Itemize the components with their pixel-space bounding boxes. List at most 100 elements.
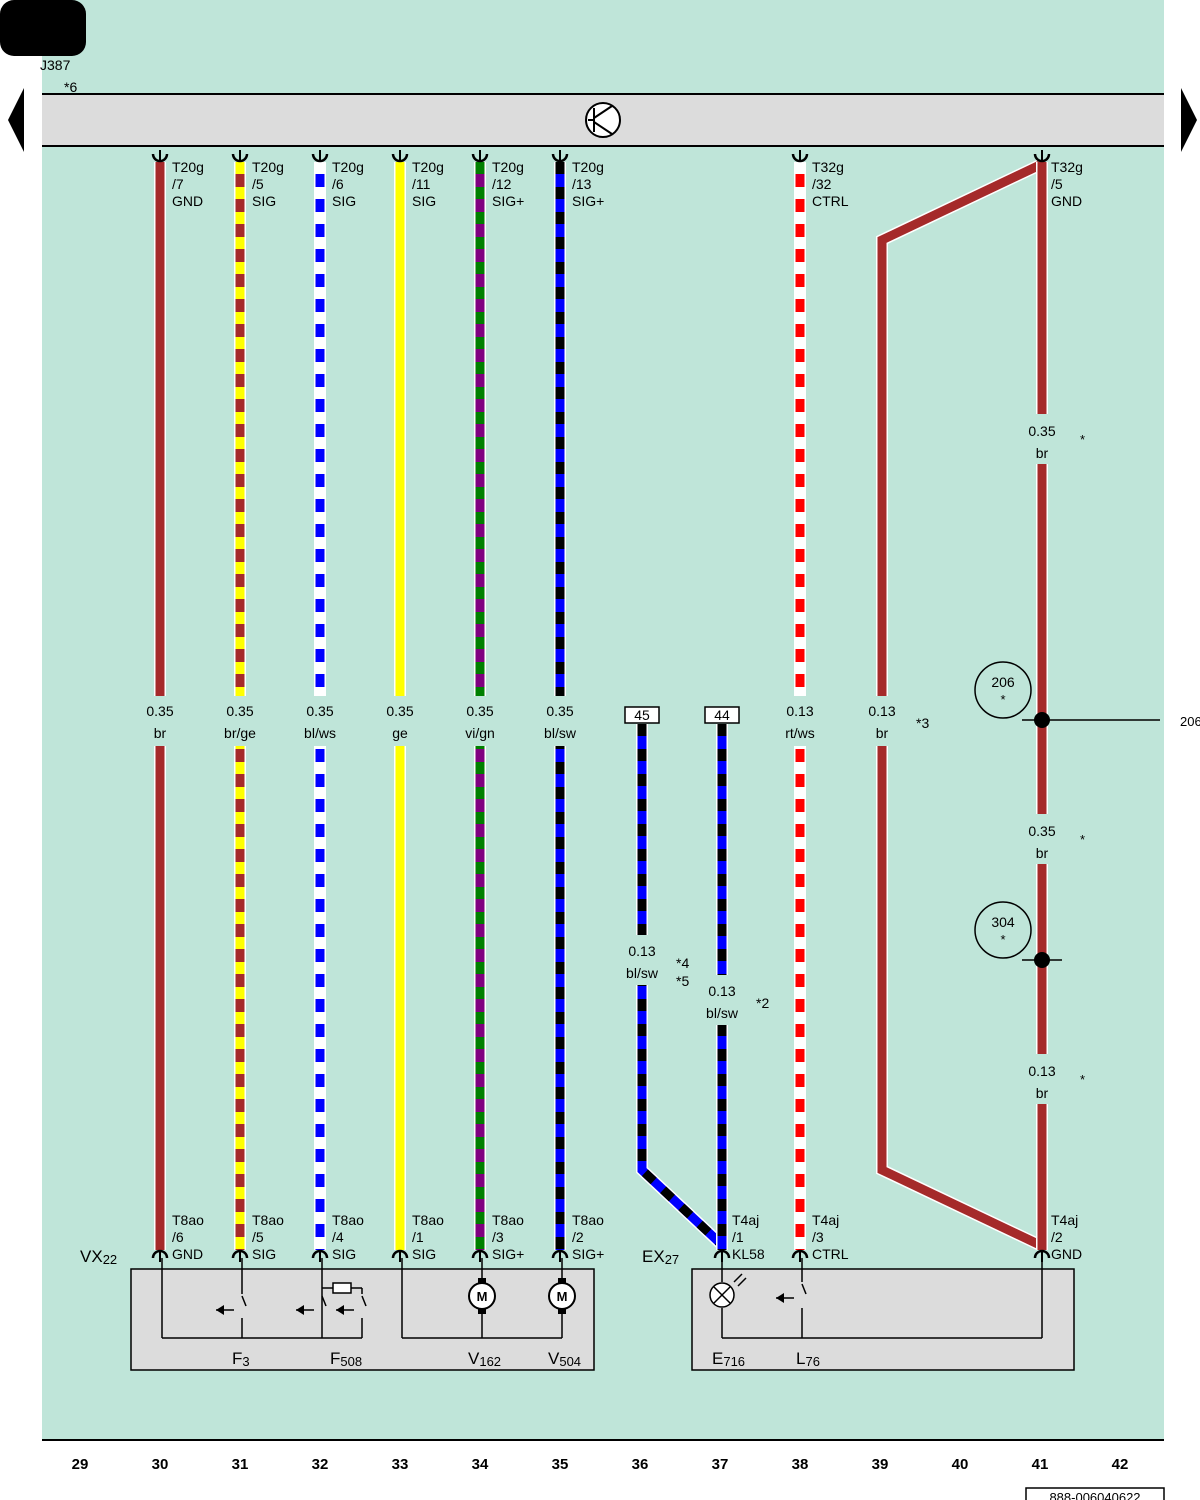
- ref-wire-45-core: [637, 724, 726, 1249]
- grid-number: 34: [472, 1456, 489, 1473]
- grid-number: 35: [552, 1456, 569, 1473]
- motor-v504-icon-top: [558, 1278, 566, 1283]
- top-pin-38: [791, 150, 809, 163]
- wire-color: bl/sw: [626, 965, 659, 981]
- bottom-pin-label: SIG: [412, 1246, 436, 1262]
- bottom-pin-label: /6: [172, 1229, 184, 1245]
- grid-number: 33: [392, 1456, 409, 1473]
- top-pin-label: T32g: [1051, 159, 1083, 175]
- ground-segment-color: br: [1036, 845, 1049, 861]
- top-pin-label: T20g: [172, 159, 204, 175]
- wire-label-gap: [635, 935, 649, 985]
- switch-f508b-icon-arrow: [336, 1305, 344, 1315]
- lamp-cross-b: [713, 1286, 731, 1304]
- wire-color: rt/ws: [785, 725, 815, 741]
- switch-l76-icon-blade: [801, 1283, 807, 1295]
- top-pin-label: CTRL: [812, 193, 849, 209]
- bottom-pin-label: SIG+: [572, 1246, 604, 1262]
- bottom-pin-label: /1: [732, 1229, 744, 1245]
- wire-size: 0.35: [306, 703, 333, 719]
- bottom-pin-label: KL58: [732, 1246, 765, 1262]
- ref-box: [624, 706, 660, 724]
- wire-size: 0.35: [466, 703, 493, 719]
- bottom-pin-label: T8ao: [412, 1212, 444, 1228]
- wire-label-gap: [153, 696, 167, 746]
- splice-circle: [974, 901, 1032, 959]
- ground-segment-color: br: [1036, 445, 1049, 461]
- splice-note: *: [1000, 932, 1005, 947]
- module-note: *6: [64, 79, 77, 95]
- ground-segment-note: *: [1080, 832, 1085, 847]
- top-pin-label: GND: [1051, 193, 1082, 209]
- bottom-pin-label: T8ao: [332, 1212, 364, 1228]
- top-pin-30: [151, 150, 169, 163]
- component-label: F508: [330, 1349, 362, 1369]
- bottom-pin-34: [471, 1249, 489, 1262]
- grid-number: 42: [1112, 1456, 1129, 1473]
- top-pin-label: GND: [172, 193, 203, 209]
- wire-color: bl/ws: [304, 725, 336, 741]
- top-pin-35: [551, 150, 569, 163]
- top-pin-label: SIG: [252, 193, 276, 209]
- top-pin-label: /7: [172, 176, 184, 192]
- bottom-pin-label: /2: [1051, 1229, 1063, 1245]
- top-pin-label: /11: [412, 176, 431, 192]
- top-pin-label: SIG+: [572, 193, 604, 209]
- wire-note: *5: [676, 973, 689, 989]
- wire-note: *2: [756, 995, 769, 1011]
- ref-box: [704, 706, 740, 724]
- top-pin-label: T20g: [492, 159, 524, 175]
- bottom-pin-30: [151, 1249, 169, 1262]
- motor-v162-icon-letter: M: [477, 1289, 488, 1304]
- wire-size: 0.35: [386, 703, 413, 719]
- component-label: V504: [548, 1349, 581, 1369]
- top-pin-label: SIG: [412, 193, 436, 209]
- splice-id: 206: [991, 674, 1015, 690]
- ground-segment-size: 0.35: [1028, 823, 1055, 839]
- grid-number: 29: [72, 1456, 89, 1473]
- bottom-pin-label: CTRL: [812, 1246, 849, 1262]
- wire-color: br/ge: [224, 725, 256, 741]
- footer-code-box: [1025, 1487, 1165, 1500]
- component-label: V162: [468, 1349, 501, 1369]
- switch-f3-icon-arrow: [216, 1305, 224, 1315]
- switch-f508b-icon-blade: [361, 1295, 367, 1307]
- wire-label-gap: [1035, 414, 1049, 464]
- wire-label-gap: [393, 696, 407, 746]
- transistor-collector: [593, 105, 613, 119]
- component-label: E716: [712, 1349, 745, 1369]
- wire-size: 0.13: [628, 943, 655, 959]
- page-left-arrow-icon: [8, 88, 24, 152]
- wire-label-gap: [473, 696, 487, 746]
- diagram-background: [42, 0, 1164, 1440]
- motor-v162-icon-top: [478, 1278, 486, 1283]
- ground-segment-note: *: [1080, 1072, 1085, 1087]
- motor-v504-icon-bottom: [558, 1309, 566, 1314]
- top-pin-label: /12: [492, 176, 512, 192]
- ground-segment-size: 0.13: [1028, 1063, 1055, 1079]
- top-pin-41: [1033, 150, 1051, 163]
- connector-ex27-label: EX27: [642, 1247, 679, 1267]
- top-pin-label: SIG+: [492, 193, 524, 209]
- ground-segment-note: *: [1080, 432, 1085, 447]
- page-right-arrow-icon: [1181, 88, 1197, 152]
- resistor-icon: [332, 1282, 352, 1294]
- wire-label-gap: [313, 696, 327, 746]
- wire-label-gap: [875, 696, 889, 746]
- corner-tab: [0, 0, 86, 56]
- grid-number: 38: [792, 1456, 809, 1473]
- top-pin-32: [311, 150, 329, 163]
- bottom-pin-label: T8ao: [492, 1212, 524, 1228]
- bottom-pin-32: [311, 1249, 329, 1262]
- wire-color: ge: [392, 725, 408, 741]
- bottom-pin-label: T4aj: [732, 1212, 759, 1228]
- splice-id: 304: [991, 914, 1015, 930]
- top-pin-label: T20g: [412, 159, 444, 175]
- bottom-pin-label: /1: [412, 1229, 424, 1245]
- switch-f3-icon-blade: [241, 1295, 247, 1307]
- wire-size: 0.35: [226, 703, 253, 719]
- ground-segment-color: br: [1036, 1085, 1049, 1101]
- splice-circle: [974, 661, 1032, 719]
- wire-note: *4: [676, 955, 689, 971]
